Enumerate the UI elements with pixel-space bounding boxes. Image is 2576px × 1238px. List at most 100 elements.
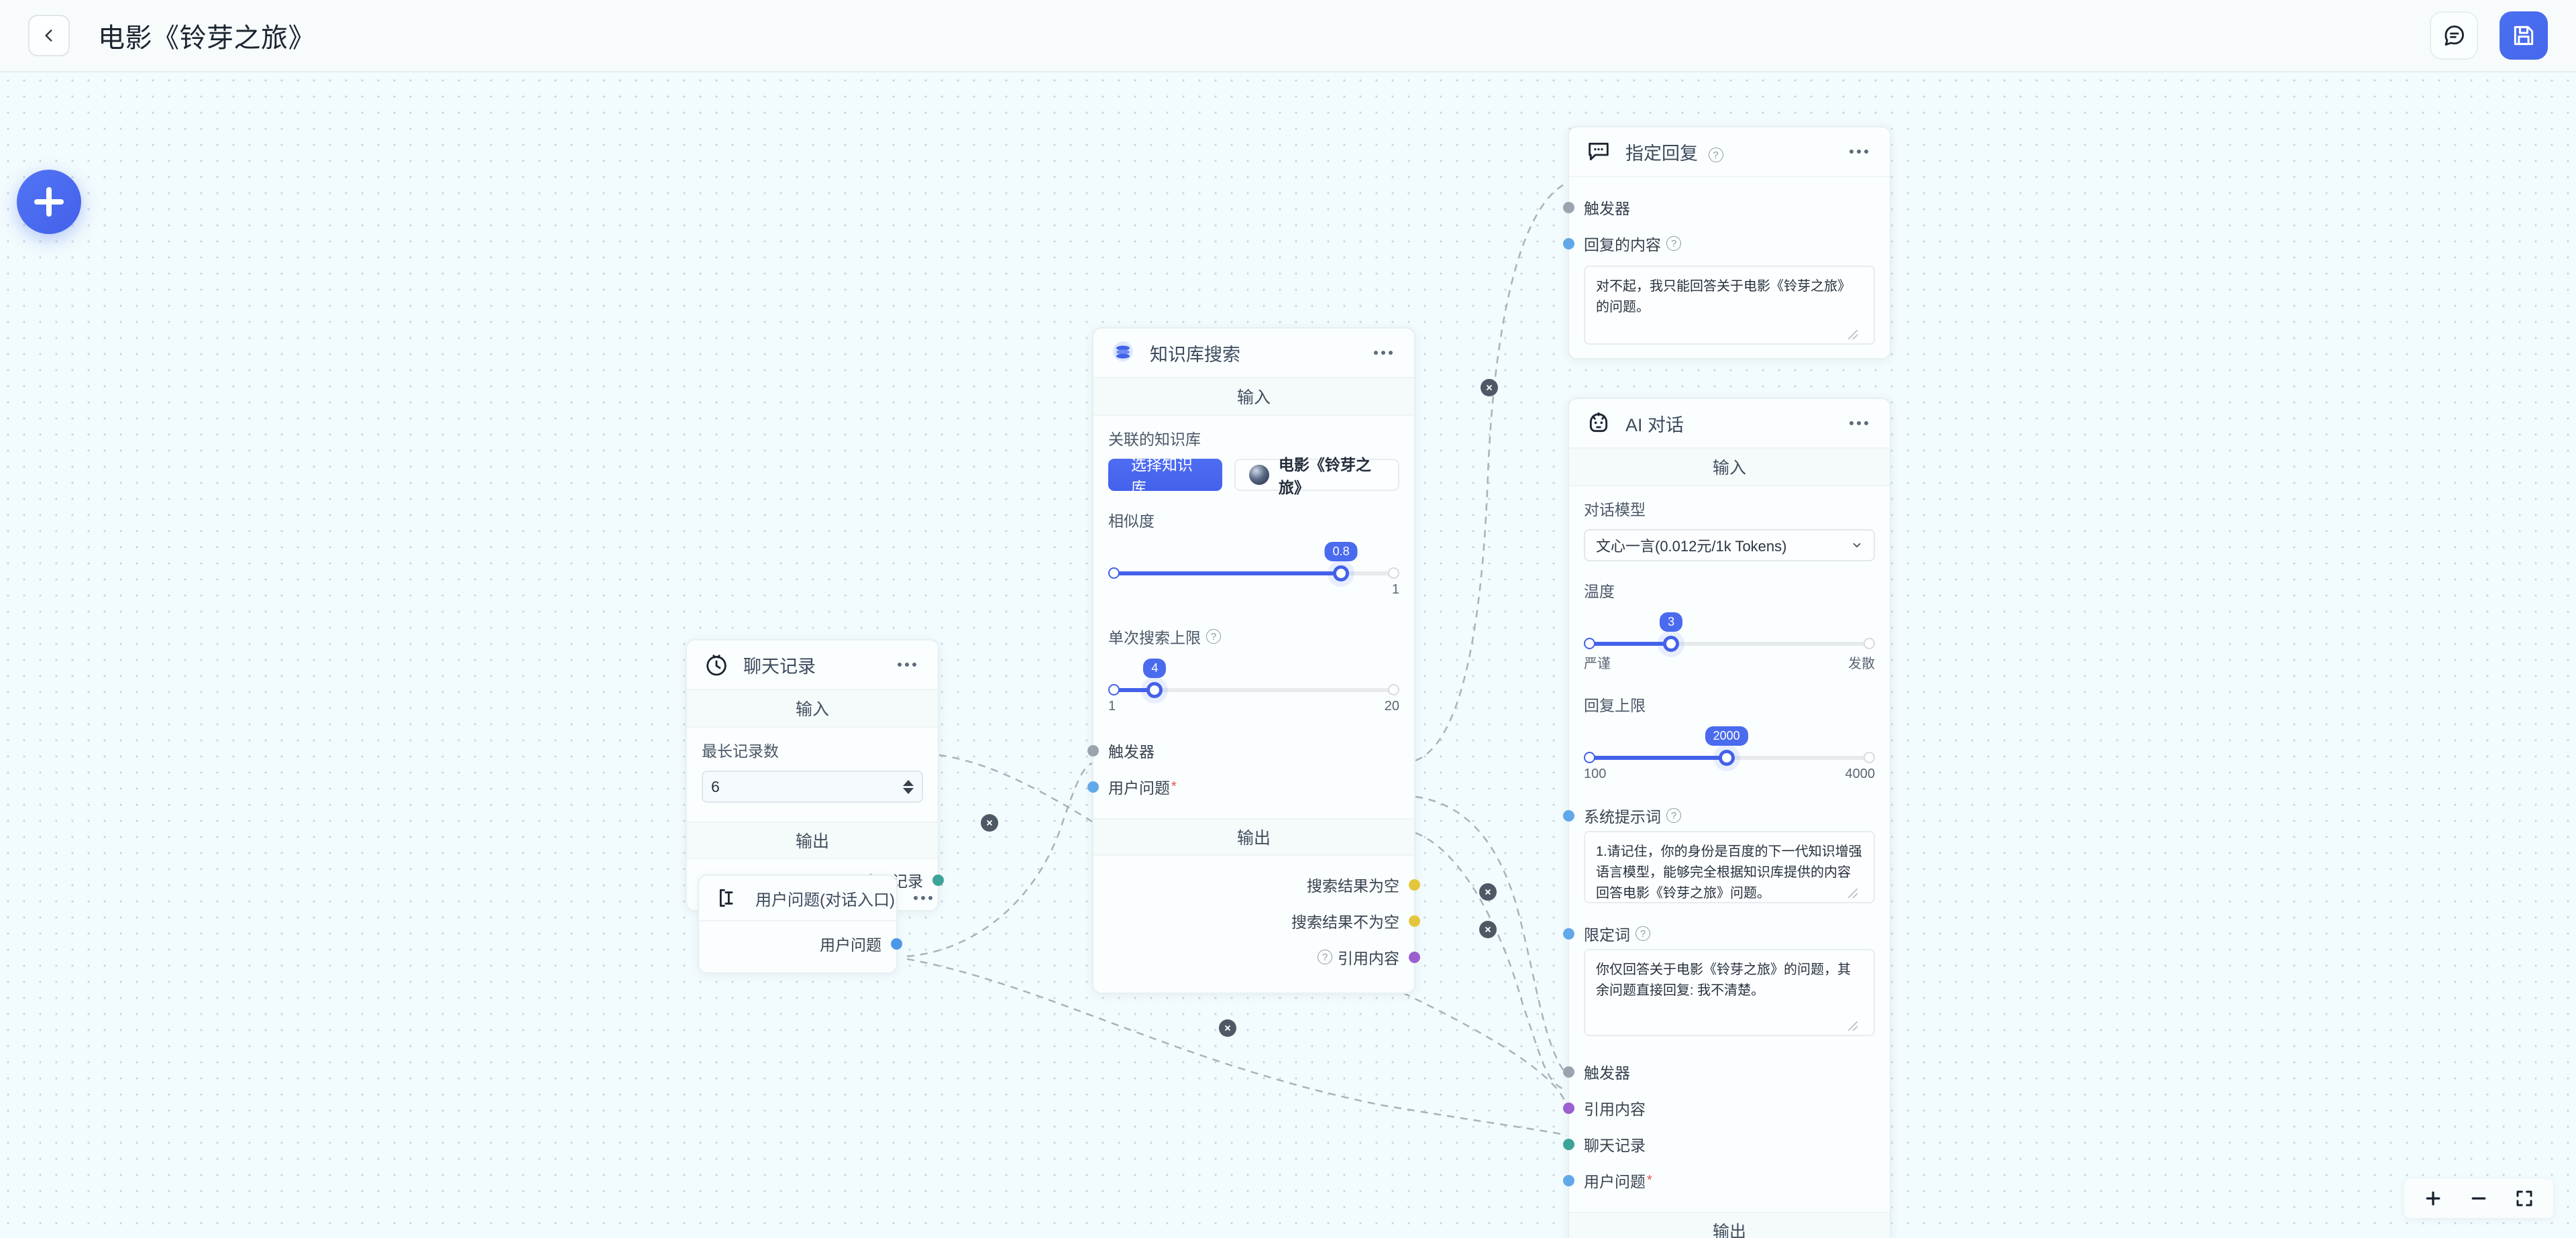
port-dot[interactable] [932, 874, 944, 886]
node-header[interactable]: AI 对话 [1569, 399, 1890, 449]
port-dot[interactable] [1563, 1174, 1574, 1186]
node-header[interactable]: 聊天记录 [687, 640, 938, 690]
zoom-in-button[interactable] [2422, 1187, 2445, 1210]
reply-limit-slider[interactable]: 2000 100 4000 [1584, 726, 1875, 783]
port-dot[interactable] [1563, 237, 1574, 249]
slider-thumb[interactable] [1333, 565, 1350, 581]
edge-delete-button[interactable] [1219, 1019, 1236, 1037]
chat-bubble-icon [2445, 25, 2464, 46]
port-dot[interactable] [1563, 927, 1574, 940]
stepper-arrows[interactable] [903, 779, 914, 794]
port-dot[interactable] [1563, 1102, 1574, 1114]
slider-max: 20 [1384, 699, 1399, 714]
port-result-not-empty[interactable]: 搜索结果不为空 [1108, 903, 1420, 939]
node-title: 用户问题(对话入口) [755, 891, 895, 909]
kb-chip[interactable]: 电影《铃芽之旅》 [1234, 456, 1399, 496]
port-quote-content[interactable]: ? 引用内容 [1108, 939, 1420, 975]
port-dot[interactable] [1563, 809, 1574, 822]
slider-fill [1112, 571, 1339, 575]
back-button[interactable] [28, 15, 70, 56]
port-user-question[interactable]: 用户问题* [1563, 1162, 1875, 1198]
limit-word-textarea[interactable]: 你仅回答关于电影《铃芽之旅》的问题，其余问题直接回复: 我不清楚。 [1584, 949, 1875, 1036]
port-system-prompt[interactable]: 系统提示词 ? [1563, 800, 1875, 831]
node-header[interactable]: 知识库搜索 [1093, 329, 1414, 378]
slider-start-cap [1108, 684, 1120, 695]
page-title: 电影《铃芽之旅》 [98, 23, 315, 53]
help-icon[interactable]: ? [1635, 926, 1650, 941]
zoom-controls [2404, 1179, 2553, 1218]
more-dots-icon[interactable] [1843, 143, 1875, 160]
select-kb-button[interactable]: 选择知识库 [1108, 456, 1222, 496]
node-fixed-reply[interactable]: 指定回复 ? 触发器 回复的内容 ? 对不起，我只能回答关于电影《铃芽之旅》的问… [1563, 126, 1891, 359]
edge-delete-button[interactable] [981, 814, 998, 832]
save-button[interactable] [2500, 11, 2548, 60]
edge-delete-button[interactable] [1479, 921, 1497, 938]
fit-screen-button[interactable] [2513, 1187, 2536, 1210]
node-ai-chat[interactable]: AI 对话 输入 对话模型 文心一言(0.012元/1k Tokens) 温度 [1563, 398, 1891, 1238]
port-chat-record[interactable]: 聊天记录 [1563, 1126, 1875, 1162]
port-dot[interactable] [891, 938, 902, 950]
slider-thumb[interactable] [1663, 636, 1680, 652]
port-quote-content[interactable]: 引用内容 [1563, 1090, 1875, 1126]
chat-button[interactable] [2430, 11, 2478, 60]
text-cursor-icon [714, 883, 743, 913]
port-trigger[interactable]: 触发器 [1087, 732, 1399, 769]
system-prompt-textarea[interactable]: 1.请记住，你的身份是百度的下一代知识增强语言模型，能够完全根据知识库提供的内容… [1584, 831, 1875, 903]
more-dots-icon[interactable] [1367, 344, 1399, 361]
slider-thumb[interactable] [1146, 682, 1163, 698]
slider-min: 1 [1108, 699, 1116, 714]
model-select[interactable]: 文心一言(0.012元/1k Tokens) [1584, 529, 1875, 561]
port-trigger[interactable]: 触发器 [1563, 1054, 1875, 1090]
port-result-empty[interactable]: 搜索结果为空 [1108, 866, 1420, 903]
node-chat-record[interactable]: 聊天记录 输入 最长记录数 6 输出 [686, 639, 944, 911]
slider-thumb[interactable] [1718, 750, 1735, 766]
max-records-stepper[interactable]: 6 [702, 771, 923, 803]
plus-icon [2426, 1191, 2440, 1206]
port-dot[interactable] [1409, 951, 1420, 963]
node-header[interactable]: 指定回复 ? [1569, 127, 1890, 177]
slider-track [1112, 571, 1395, 575]
help-icon[interactable]: ? [1318, 950, 1332, 964]
port-label: 聊天记录 [1584, 1137, 1646, 1154]
port-reply-content[interactable]: 回复的内容 ? [1563, 225, 1875, 262]
node-outputs: 用户问题 [699, 921, 902, 972]
similarity-slider[interactable]: 0.8 1 [1108, 542, 1399, 598]
port-trigger[interactable]: 触发器 [1563, 189, 1875, 225]
temperature-slider[interactable]: 3 严谨 发散 [1584, 612, 1875, 671]
edge-quote-to-ai-quote [1415, 832, 1567, 1091]
reply-content-textarea[interactable]: 对不起，我只能回答关于电影《铃芽之旅》的问题。 [1584, 266, 1875, 345]
caret-down-icon[interactable] [903, 787, 914, 794]
port-label: 搜索结果不为空 [1291, 913, 1399, 931]
help-icon[interactable]: ? [1206, 629, 1221, 644]
help-icon[interactable]: ? [1666, 808, 1681, 823]
port-user-question[interactable]: 用户问题* [1087, 769, 1399, 805]
port-user-question-out[interactable]: 用户问题 [714, 925, 902, 962]
zoom-out-button[interactable] [2467, 1187, 2490, 1210]
port-dot[interactable] [1563, 1066, 1574, 1078]
node-kb-search[interactable]: 知识库搜索 输入 关联的知识库 选择知识库 电影《铃芽之旅》 相 [1087, 327, 1420, 994]
field-model: 对话模型 文心一言(0.012元/1k Tokens) [1584, 497, 1875, 561]
port-dot[interactable] [1087, 744, 1099, 756]
canvas[interactable]: 知识库搜索 输入 关联的知识库 选择知识库 电影《铃芽之旅》 相 [0, 72, 2576, 1238]
port-dot[interactable] [1087, 781, 1099, 793]
port-dot[interactable] [1409, 879, 1420, 891]
port-dot[interactable] [1563, 1138, 1574, 1150]
more-dots-icon[interactable] [907, 889, 939, 907]
node-user-question[interactable]: 用户问题(对话入口) 用户问题 [698, 875, 932, 974]
help-icon[interactable]: ? [1666, 236, 1681, 251]
slider-max: 1 [1391, 582, 1399, 597]
edge-delete-button[interactable] [1481, 379, 1498, 396]
port-dot[interactable] [1563, 201, 1574, 213]
more-dots-icon[interactable] [891, 656, 923, 673]
caret-up-icon[interactable] [903, 779, 914, 786]
node-header[interactable]: 用户问题(对话入口) [699, 876, 932, 921]
more-dots-icon[interactable] [1843, 414, 1875, 432]
edge-delete-button[interactable] [1479, 883, 1497, 901]
port-limit-word[interactable]: 限定词 ? [1563, 918, 1875, 949]
add-node-button[interactable] [17, 170, 81, 234]
field-similarity: 相似度 0.8 1 [1108, 508, 1399, 598]
slider-track [1112, 688, 1395, 692]
help-icon[interactable]: ? [1708, 148, 1723, 162]
search-limit-slider[interactable]: 4 1 20 [1108, 659, 1399, 715]
port-dot[interactable] [1409, 915, 1420, 927]
